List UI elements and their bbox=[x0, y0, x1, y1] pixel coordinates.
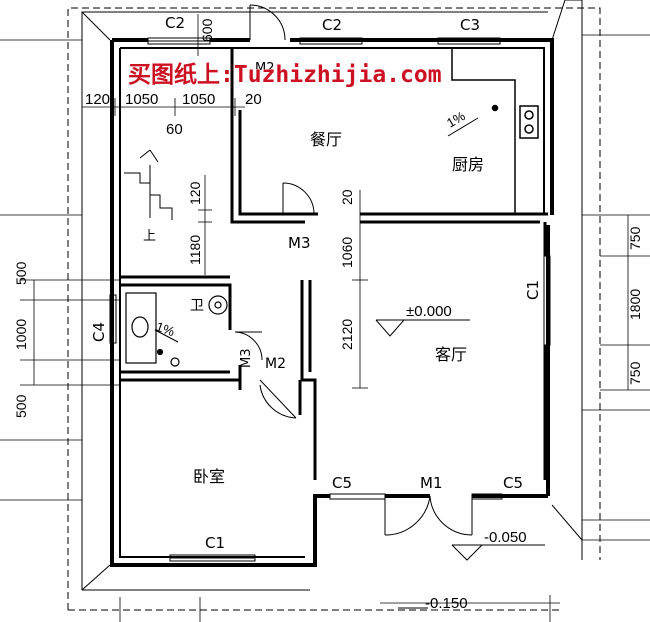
watermark: 买图纸上:Tuzhizhijia.com bbox=[128, 61, 442, 88]
room-label-dining: 餐厅 bbox=[310, 130, 342, 149]
door-m2-bath bbox=[259, 379, 297, 419]
exterior-walls bbox=[110, 38, 554, 567]
dim-left-500-top: 500 bbox=[13, 261, 29, 285]
door-label-m3-mid: M3 bbox=[288, 234, 311, 252]
window-c4 bbox=[109, 294, 117, 344]
dim-top-20: 20 bbox=[245, 91, 262, 108]
door-m1 bbox=[384, 495, 473, 536]
window-label-c1-right: C1 bbox=[524, 280, 542, 300]
bath-fixtures bbox=[125, 292, 228, 367]
door-label-m1: M1 bbox=[420, 474, 443, 492]
dim-1060: 1060 bbox=[339, 237, 355, 268]
dim-left-500-bottom: 500 bbox=[13, 394, 29, 418]
slope-arrows bbox=[154, 117, 479, 343]
dim-right-750-bottom: 750 bbox=[627, 361, 643, 385]
roof-eaves bbox=[81, 0, 583, 591]
door-m3-mid bbox=[282, 182, 315, 215]
room-label-living: 客厅 bbox=[435, 345, 467, 364]
exterior-walls-inner bbox=[119, 47, 545, 558]
dimension-lines bbox=[20, 14, 650, 391]
window-c5-left bbox=[329, 493, 386, 500]
window-label-c4: C4 bbox=[90, 322, 108, 342]
door-label-m3-bath: M3 bbox=[239, 349, 254, 369]
window-label-c5-right: C5 bbox=[503, 474, 523, 492]
kitchen-counter bbox=[451, 48, 539, 214]
room-label-bedroom: 卧室 bbox=[193, 467, 225, 486]
stair-up-label: 上 bbox=[143, 229, 156, 244]
door-label-m2-top: M2 bbox=[255, 61, 275, 76]
grid-lines bbox=[0, 34, 650, 622]
window-c1-bottom bbox=[169, 554, 256, 562]
dim-top-600: 600 bbox=[199, 18, 215, 42]
window-c3 bbox=[437, 37, 501, 45]
window-label-c3: C3 bbox=[460, 16, 480, 34]
interior-walls bbox=[120, 48, 548, 480]
dim-top-120: 120 bbox=[85, 91, 110, 108]
elevation-living: ±0.000 bbox=[406, 303, 452, 320]
dim-120-vertical: 120 bbox=[187, 181, 203, 205]
window-label-c1-bottom: C1 bbox=[205, 534, 225, 552]
window-c2-top-left bbox=[147, 37, 211, 45]
room-label-bath: 卫 bbox=[190, 298, 204, 314]
window-label-c2-top-left: C2 bbox=[165, 14, 185, 32]
slope-kitchen: 1% bbox=[444, 108, 468, 131]
window-label-c2-top: C2 bbox=[322, 16, 342, 34]
slope-bath: 1% bbox=[154, 319, 177, 340]
window-label-c5-left: C5 bbox=[332, 474, 352, 492]
dim-left-1000: 1000 bbox=[13, 319, 29, 350]
window-c1-right bbox=[543, 255, 551, 346]
dim-2120: 2120 bbox=[339, 319, 355, 350]
window-c2-top bbox=[299, 37, 363, 45]
room-label-kitchen: 厨房 bbox=[452, 155, 484, 174]
door-m2-top bbox=[249, 4, 286, 41]
dim-right-750-top: 750 bbox=[627, 226, 643, 250]
elevation-outside: -0.150 bbox=[425, 595, 468, 612]
stair bbox=[124, 149, 173, 220]
dim-1180: 1180 bbox=[187, 235, 203, 265]
dim-60: 60 bbox=[166, 121, 183, 138]
dim-top-1050-b: 1050 bbox=[182, 91, 215, 108]
elevation-entry: -0.050 bbox=[484, 529, 527, 546]
site-outline bbox=[67, 7, 601, 611]
door-m3-bath bbox=[234, 331, 263, 361]
dim-20-vertical: 20 bbox=[339, 189, 355, 205]
elevation-markers bbox=[375, 319, 545, 609]
dim-top-1050-a: 1050 bbox=[125, 91, 158, 108]
door-label-m2-bath: M2 bbox=[265, 356, 286, 372]
dim-right-1800: 1800 bbox=[627, 289, 643, 320]
